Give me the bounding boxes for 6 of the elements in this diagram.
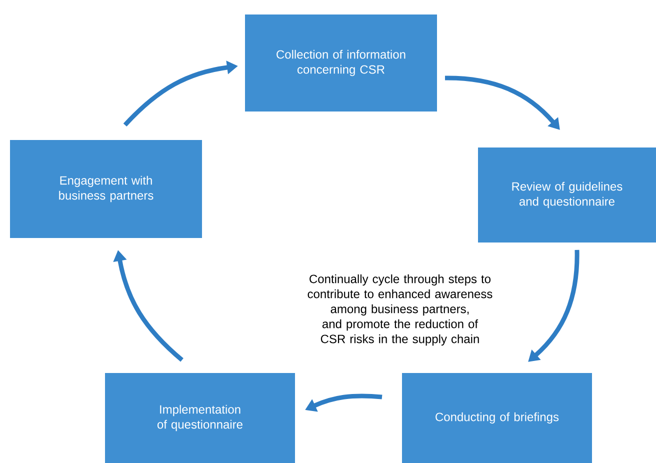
center-note: Continually cycle through steps to contribute to enhanced awareness among business partners, and promote the reduction of CSR risks in the supply chain — [308, 274, 492, 346]
process-box: Collection of information concerning CSR — [245, 14, 437, 112]
process-box: Implementation of questionnaire — [105, 372, 295, 463]
process-box: Engagement with business partners — [10, 140, 202, 238]
process-box: Conducting of briefings — [402, 372, 592, 463]
process-box: Review of guidelines and questionnaire — [478, 148, 656, 242]
